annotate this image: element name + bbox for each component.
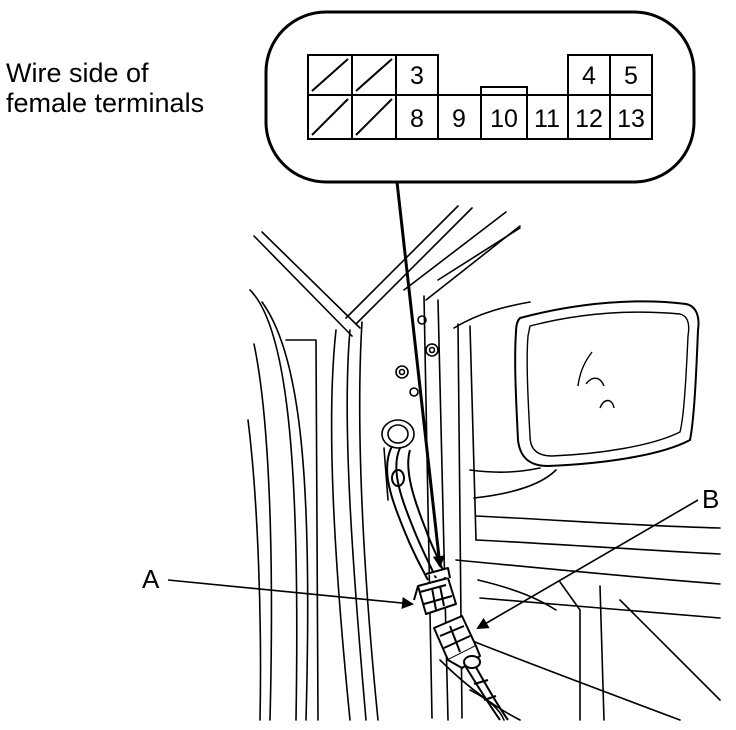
terminal-4: 4 — [582, 62, 596, 90]
terminal-12: 12 — [575, 105, 603, 133]
terminal-9: 9 — [452, 105, 466, 133]
terminal-5: 5 — [624, 62, 638, 90]
side-mirror-illustration — [514, 300, 700, 467]
connector-a — [413, 567, 457, 615]
connector-terminal-grid — [307, 54, 653, 140]
bubble-leader-line — [395, 181, 445, 568]
terminal-3: 3 — [410, 62, 424, 90]
terminal-numbers: 3 4 5 8 9 10 11 12 13 — [410, 62, 645, 133]
terminal-view-caption: Wire side of female terminals — [6, 58, 204, 118]
callout-b-arrow — [476, 499, 699, 630]
terminal-8: 8 — [410, 105, 424, 133]
caption-line-1: Wire side of — [6, 58, 149, 88]
terminal-11: 11 — [534, 105, 560, 133]
callout-a-arrow — [167, 579, 414, 609]
connector-b — [433, 615, 481, 669]
terminal-13: 13 — [617, 105, 645, 133]
callout-a-label: A — [142, 564, 160, 594]
caption-line-2: female terminals — [6, 88, 205, 118]
door-frame-illustration — [247, 205, 721, 721]
callout-b-label: B — [702, 484, 720, 514]
terminal-10: 10 — [490, 105, 518, 133]
